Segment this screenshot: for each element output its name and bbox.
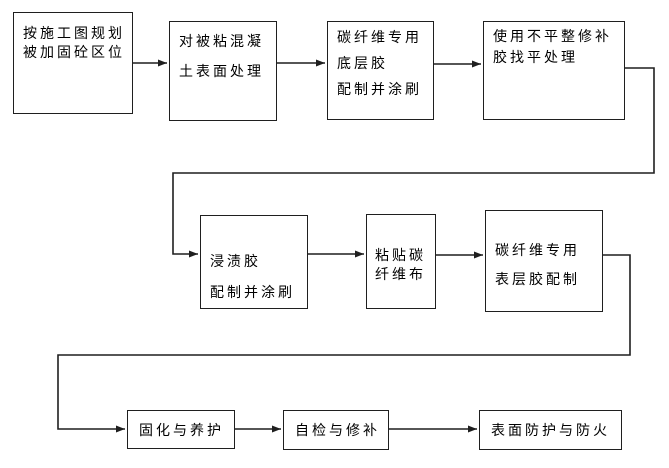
box-text-line: 浸渍胶 bbox=[210, 253, 261, 269]
box-text-line: 土表面处理 bbox=[179, 63, 264, 79]
step-impregnating-adhesive-prepare-apply: 浸渍胶 配制并涂刷 bbox=[200, 215, 308, 309]
box-text-line: 按施工图规划 bbox=[23, 25, 125, 41]
step-leveling-repair-adhesive: 使用不平整修补 胶找平处理 bbox=[483, 21, 625, 120]
box-text-line: 使用不平整修补 bbox=[493, 28, 612, 44]
box-text-line: 碳纤维专用 bbox=[337, 29, 422, 45]
box-text-line: 表层胶配制 bbox=[495, 271, 580, 287]
step-plan-reinforcement-area: 按施工图规划 被加固砼区位 bbox=[13, 12, 133, 114]
step-surface-protection-fireproofing: 表面防护与防火 bbox=[479, 410, 622, 450]
box-text-line: 表面防护与防火 bbox=[491, 422, 610, 438]
step-self-inspection-repair: 自检与修补 bbox=[283, 410, 389, 450]
box-text-line: 配制并涂刷 bbox=[210, 284, 295, 300]
step-top-coat-adhesive-prepare: 碳纤维专用 表层胶配制 bbox=[485, 210, 603, 312]
box-text-line: 粘贴碳 bbox=[375, 247, 426, 263]
box-text-line: 胶找平处理 bbox=[493, 49, 578, 65]
box-text-line: 被加固砼区位 bbox=[23, 44, 125, 60]
box-text-line: 碳纤维专用 bbox=[495, 242, 580, 258]
box-text-line: 自检与修补 bbox=[295, 422, 380, 438]
step-concrete-surface-treatment: 对被粘混凝 土表面处理 bbox=[169, 21, 277, 121]
step-paste-carbon-fiber-cloth: 粘贴碳 纤维布 bbox=[366, 214, 436, 309]
box-text-line: 纤维布 bbox=[375, 266, 426, 282]
step-primer-adhesive-prepare-apply: 碳纤维专用 底层胶 配制并涂刷 bbox=[327, 21, 434, 120]
box-text-line: 固化与养护 bbox=[139, 421, 224, 438]
connector-step7-step8 bbox=[57, 254, 631, 433]
connector-step4-step5 bbox=[172, 67, 655, 258]
box-text-line: 底层胶 bbox=[337, 55, 388, 71]
box-text-line: 对被粘混凝 bbox=[179, 33, 264, 49]
box-text-line: 配制并涂刷 bbox=[337, 81, 422, 97]
step-curing-maintenance: 固化与养护 bbox=[127, 410, 235, 449]
